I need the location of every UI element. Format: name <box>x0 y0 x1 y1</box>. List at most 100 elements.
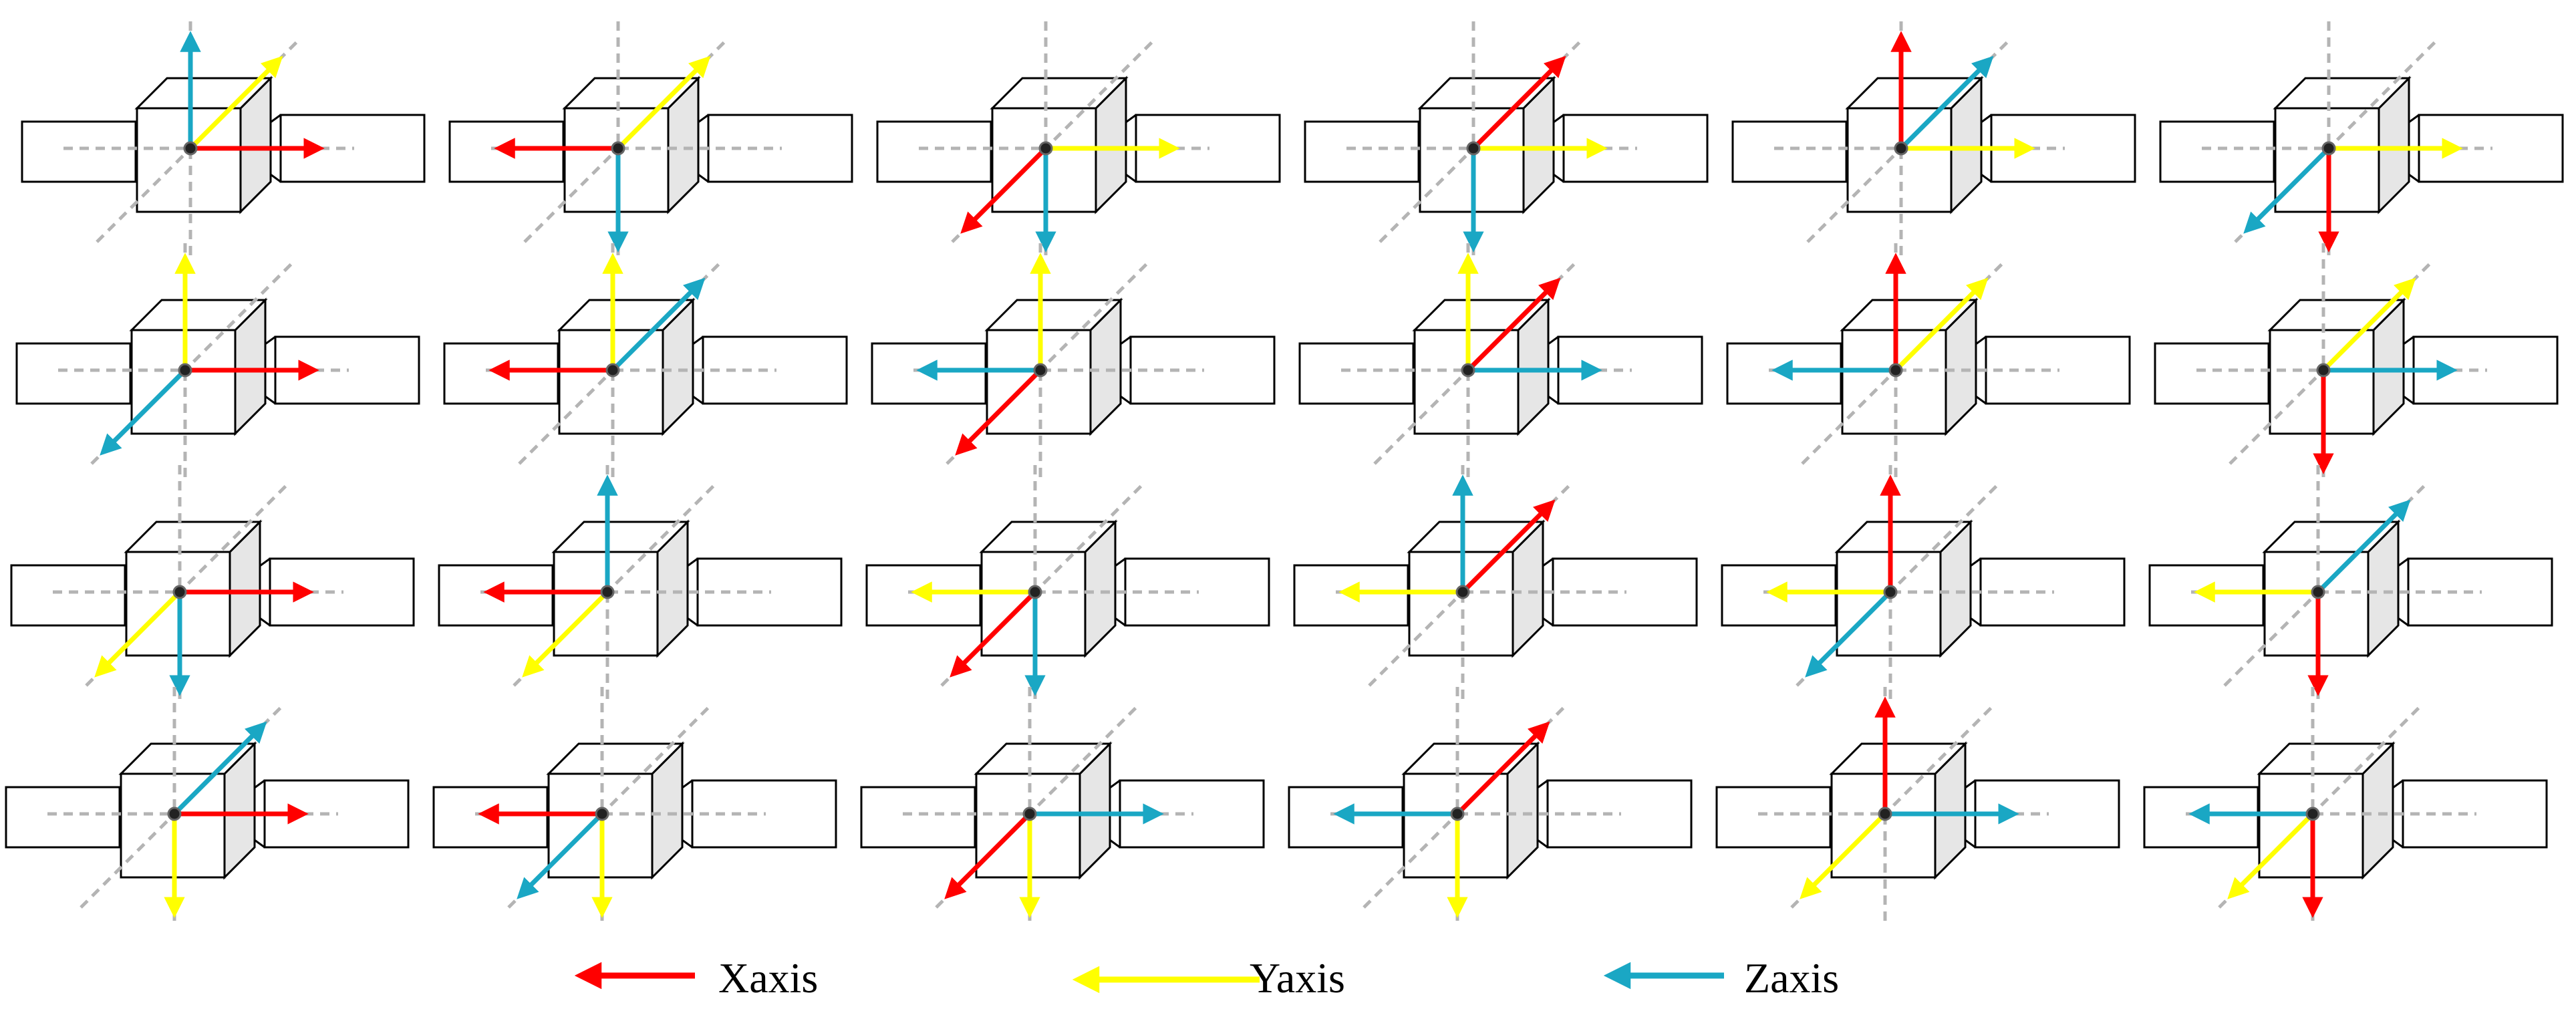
left-solar-panel <box>860 786 976 849</box>
satellite-cell-r4-c4 <box>1288 687 1693 921</box>
body-origin-dot <box>172 585 187 599</box>
legend-y-label: Yaxis <box>1250 954 1345 1002</box>
satellite-cell-r4-c1 <box>5 687 410 921</box>
legend-item-x: Xaxis <box>574 954 818 1002</box>
left-solar-panel <box>876 120 992 183</box>
satellite-cell-r1-c2 <box>448 21 853 255</box>
y-axis-arrow <box>616 55 711 150</box>
axis-legend: Xaxis Yaxis Zaxis <box>574 954 1839 1002</box>
left-solar-panel <box>10 564 126 627</box>
body-origin-dot <box>167 807 182 821</box>
legend-item-z: Zaxis <box>1603 954 1839 1002</box>
satellite-cell-r2-c5 <box>1726 243 2131 477</box>
satellite-cell-r3-c4 <box>1293 465 1698 699</box>
z-axis-arrow <box>1899 55 1994 150</box>
body-origin-dot <box>1888 363 1903 378</box>
body-origin-dot <box>611 141 625 156</box>
cube-front-face <box>1841 329 1947 435</box>
y-axis-arrow <box>522 590 609 678</box>
left-solar-panel <box>15 342 132 405</box>
satellite-cell-r2-c3 <box>871 243 1276 477</box>
z-axis-arrow <box>1805 590 1892 678</box>
y-axis-arrow <box>188 55 283 150</box>
body-origin-dot <box>1894 141 1908 156</box>
body-origin-dot <box>1466 141 1481 156</box>
body-origin-dot <box>1461 363 1475 378</box>
body-origin-dot <box>178 363 192 378</box>
left-solar-panel <box>1726 342 1842 405</box>
satellite-cell-r2-c1 <box>15 243 420 477</box>
left-solar-panel <box>2148 564 2265 627</box>
legend-x-label: Xaxis <box>718 954 818 1002</box>
body-origin-dot <box>1038 141 1053 156</box>
body-origin-dot <box>1033 363 1048 378</box>
x-axis-arrow <box>960 146 1048 234</box>
body-origin-dot <box>183 141 198 156</box>
left-solar-panel <box>21 120 137 183</box>
left-solar-panel <box>1731 120 1848 183</box>
x-axis-arrow <box>1461 499 1556 594</box>
body-origin-dot <box>1455 585 1470 599</box>
y-axis-arrow <box>1800 812 1887 899</box>
satellite-cell-r4-c5 <box>1715 687 2120 921</box>
cube-front-face <box>553 551 659 657</box>
satellite-cell-r1-c4 <box>1304 21 1709 255</box>
z-axis-arrow <box>517 812 604 899</box>
left-solar-panel <box>1298 342 1415 405</box>
body-origin-dot <box>1883 585 1898 599</box>
body-origin-dot <box>600 585 615 599</box>
satellite-cell-r4-c3 <box>860 687 1265 921</box>
y-axis-arrow <box>1894 277 1989 372</box>
left-solar-panel <box>1721 564 1837 627</box>
x-axis-arrow <box>1471 55 1566 150</box>
satellite-grid <box>5 21 2564 921</box>
legend-z-label: Zaxis <box>1744 954 1839 1002</box>
left-solar-panel <box>1304 120 1420 183</box>
y-axis-arrow <box>2227 812 2315 899</box>
cube-front-face <box>130 329 237 435</box>
body-origin-dot <box>1450 807 1465 821</box>
left-solar-panel <box>865 564 982 627</box>
left-solar-panel <box>1715 786 1832 849</box>
satellite-cell-r4-c2 <box>432 687 837 921</box>
satellite-cell-r3-c3 <box>865 465 1270 699</box>
satellite-cell-r3-c6 <box>2148 465 2553 699</box>
satellite-cell-r1-c3 <box>876 21 1281 255</box>
left-solar-panel <box>443 342 559 405</box>
x-axis-arrow <box>1455 721 1550 816</box>
left-solar-panel <box>432 786 549 849</box>
z-axis-arrow <box>172 721 267 816</box>
body-origin-dot <box>2305 807 2320 821</box>
body-origin-dot <box>2311 585 2325 599</box>
left-solar-panel <box>438 564 554 627</box>
left-solar-panel <box>2159 120 2275 183</box>
z-axis-arrow <box>2243 146 2331 234</box>
body-origin-dot <box>1028 585 1042 599</box>
z-axis-arrow <box>2316 499 2411 594</box>
x-axis-arrow <box>1466 277 1561 372</box>
left-solar-panel <box>5 786 121 849</box>
left-solar-panel <box>1288 786 1404 849</box>
satellite-cell-r3-c5 <box>1721 465 2126 699</box>
y-axis-arrow <box>94 590 182 678</box>
body-origin-dot <box>605 363 620 378</box>
satellite-cell-r2-c6 <box>2154 243 2559 477</box>
left-solar-panel <box>2154 342 2270 405</box>
body-origin-dot <box>1878 807 1892 821</box>
satellite-cell-r1-c5 <box>1731 21 2136 255</box>
satellite-cell-r3-c2 <box>438 465 843 699</box>
x-axis-arrow <box>955 368 1042 456</box>
left-solar-panel <box>448 120 565 183</box>
left-solar-panel <box>2143 786 2259 849</box>
satellite-cell-r1-c6 <box>2159 21 2564 255</box>
y-axis-arrow <box>2321 277 2416 372</box>
satellite-cell-r2-c2 <box>443 243 848 477</box>
legend-item-y: Yaxis <box>1072 954 1345 1002</box>
z-axis-arrow <box>611 277 706 372</box>
left-solar-panel <box>871 342 987 405</box>
body-origin-dot <box>2316 363 2331 378</box>
z-axis-arrow <box>100 368 187 456</box>
x-axis-arrow <box>950 590 1037 678</box>
body-origin-dot <box>2321 141 2336 156</box>
